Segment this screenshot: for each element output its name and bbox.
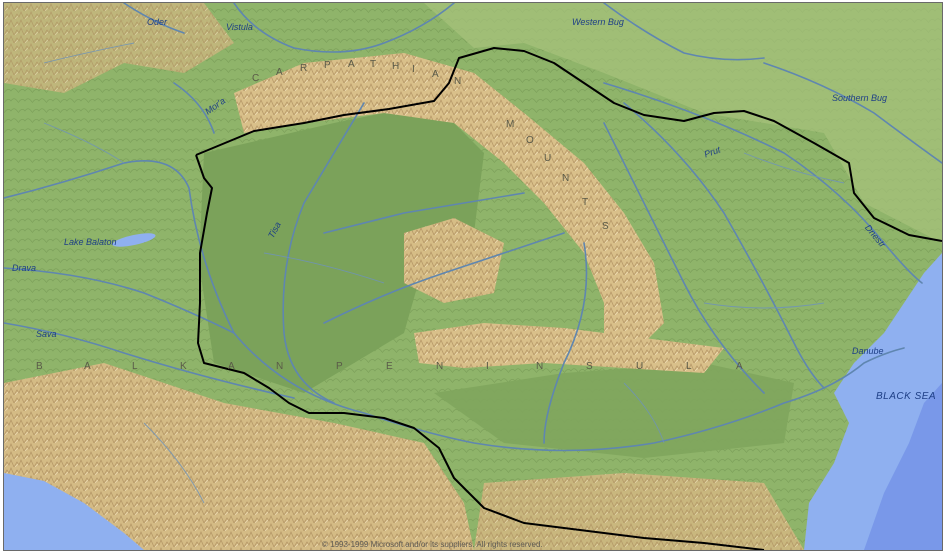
river-siret (603, 122, 765, 394)
river-tisa (282, 102, 365, 404)
river-olt (543, 242, 588, 444)
stream-6 (743, 152, 845, 184)
adriatic-sea (4, 473, 144, 550)
nw-mountains-texture (4, 3, 234, 93)
lake-balaton (112, 233, 156, 247)
river-prut (623, 102, 825, 389)
pannonian-basin (199, 103, 484, 393)
river-western-bug (603, 3, 765, 61)
stream-4 (143, 422, 205, 504)
river-vistula (233, 3, 455, 53)
river-southern-bug (763, 62, 942, 164)
stream-1 (43, 122, 125, 164)
river-morava (173, 82, 215, 134)
river-dnestr (603, 82, 923, 284)
river-drava (4, 267, 235, 334)
river-somes (323, 192, 525, 234)
carpathian-texture (234, 53, 664, 353)
river-mures (323, 232, 565, 324)
southern-carpathians-texture (414, 323, 724, 373)
river-oder (123, 3, 185, 34)
copyright-notice: © 1993-1999 Microsoft and/or its supplie… (322, 540, 543, 549)
stream-3 (703, 302, 825, 309)
wallachian-plain (434, 363, 794, 458)
stream-5 (623, 382, 665, 444)
stream-7 (43, 42, 135, 64)
region-border (195, 47, 942, 550)
black-sea-deep (864, 383, 942, 550)
apuseni-texture (404, 218, 504, 303)
map-frame: Oder Vistula Western Bug Southern Bug Mo… (3, 2, 943, 551)
dinaric-texture (4, 363, 474, 550)
river-sava (4, 322, 295, 399)
balkan-texture (474, 473, 804, 550)
northern-plain (424, 3, 942, 243)
stream-2 (263, 252, 385, 284)
relief-map (4, 3, 942, 550)
